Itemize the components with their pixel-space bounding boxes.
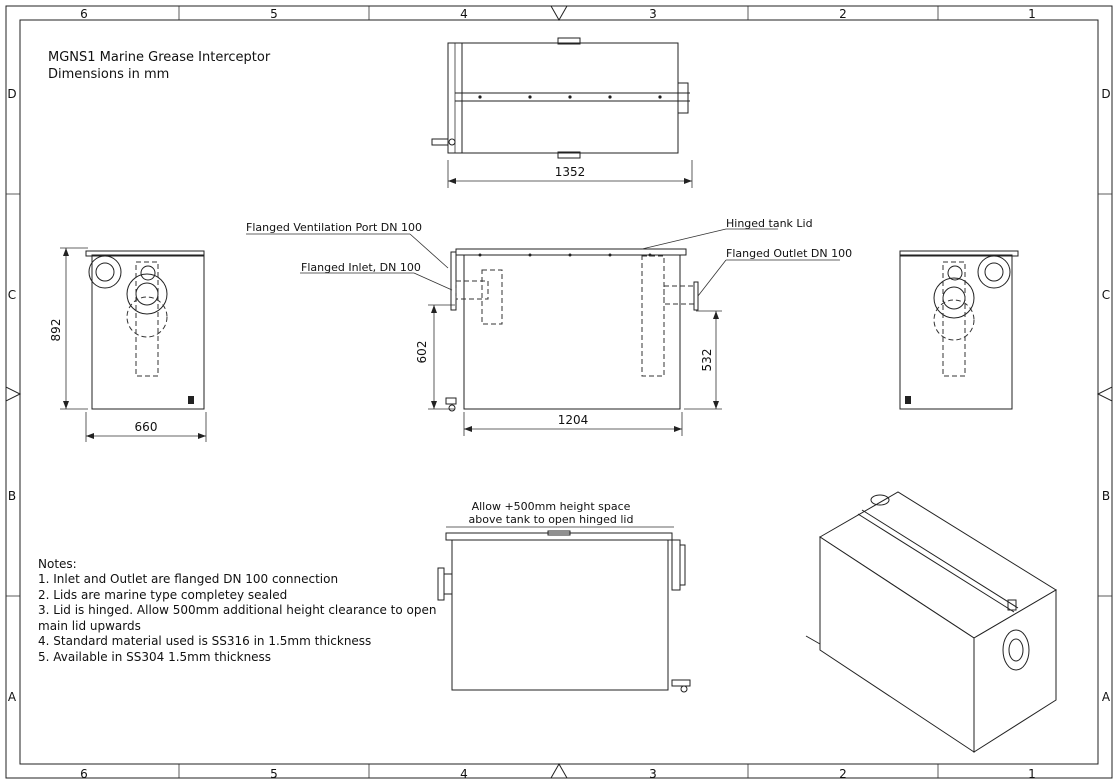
top-center-mark — [550, 5, 568, 22]
note-item: main lid upwards — [38, 619, 141, 633]
row-label: D — [7, 87, 16, 101]
dim-side-height: 892 — [49, 319, 63, 342]
right-side-view — [899, 250, 1019, 410]
col-label: 1 — [1028, 7, 1036, 21]
row-label: B — [1102, 489, 1110, 503]
bottom-center-mark — [550, 762, 568, 779]
dim-top-length: 1352 — [555, 165, 586, 179]
col-label: 3 — [649, 7, 657, 21]
dim-outlet-height: 532 — [700, 349, 714, 372]
col-label: 6 — [80, 7, 88, 21]
row-label: D — [1101, 87, 1110, 101]
col-label: 5 — [270, 7, 278, 21]
col-label: 5 — [270, 767, 278, 781]
row-label: C — [8, 288, 16, 302]
notes-heading: Notes: — [38, 557, 77, 571]
row-label: B — [8, 489, 16, 503]
note-item: 4. Standard material used is SS316 in 1.… — [38, 634, 371, 648]
left-side-view: 892 660 — [49, 247, 207, 442]
row-label: C — [1102, 288, 1110, 302]
col-label: 2 — [839, 767, 847, 781]
note-item: 2. Lids are marine type completey sealed — [38, 588, 287, 602]
callout-hinged-lid: Hinged tank Lid — [726, 217, 813, 230]
note-item: 5. Available in SS304 1.5mm thickness — [38, 650, 271, 664]
callout-vent-port: Flanged Ventilation Port DN 100 — [246, 221, 422, 234]
col-label: 4 — [460, 7, 468, 21]
callout-inlet: Flanged Inlet, DN 100 — [301, 261, 421, 274]
drawing-subtitle: Dimensions in mm — [48, 67, 169, 82]
drawing-title: MGNS1 Marine Grease Interceptor — [48, 50, 271, 65]
col-label: 1 — [1028, 767, 1036, 781]
isometric-view — [805, 491, 1057, 753]
grid-ticks — [6, 6, 1112, 778]
note-item: 3. Lid is hinged. Allow 500mm additional… — [38, 603, 437, 617]
note-item: 1. Inlet and Outlet are flanged DN 100 c… — [38, 572, 338, 586]
clearance-note-1: Allow +500mm height space — [472, 500, 631, 513]
col-label: 6 — [80, 767, 88, 781]
dim-inlet-height: 602 — [415, 341, 429, 364]
right-center-mark — [1096, 386, 1113, 402]
left-center-mark — [5, 386, 22, 402]
col-label: 4 — [460, 767, 468, 781]
clearance-view — [437, 526, 691, 693]
notes-block: Notes: 1. Inlet and Outlet are flanged D… — [38, 557, 437, 664]
dim-side-width: 660 — [135, 420, 158, 434]
row-label: A — [8, 690, 17, 704]
row-label: A — [1102, 690, 1111, 704]
dim-front-length: 1204 — [558, 413, 589, 427]
front-view: 602 532 1204 — [246, 228, 840, 436]
col-label: 2 — [839, 7, 847, 21]
clearance-note-2: above tank to open hinged lid — [469, 513, 634, 526]
callout-outlet: Flanged Outlet DN 100 — [726, 247, 852, 260]
col-label: 3 — [649, 767, 657, 781]
top-view: 1352 — [431, 37, 693, 188]
